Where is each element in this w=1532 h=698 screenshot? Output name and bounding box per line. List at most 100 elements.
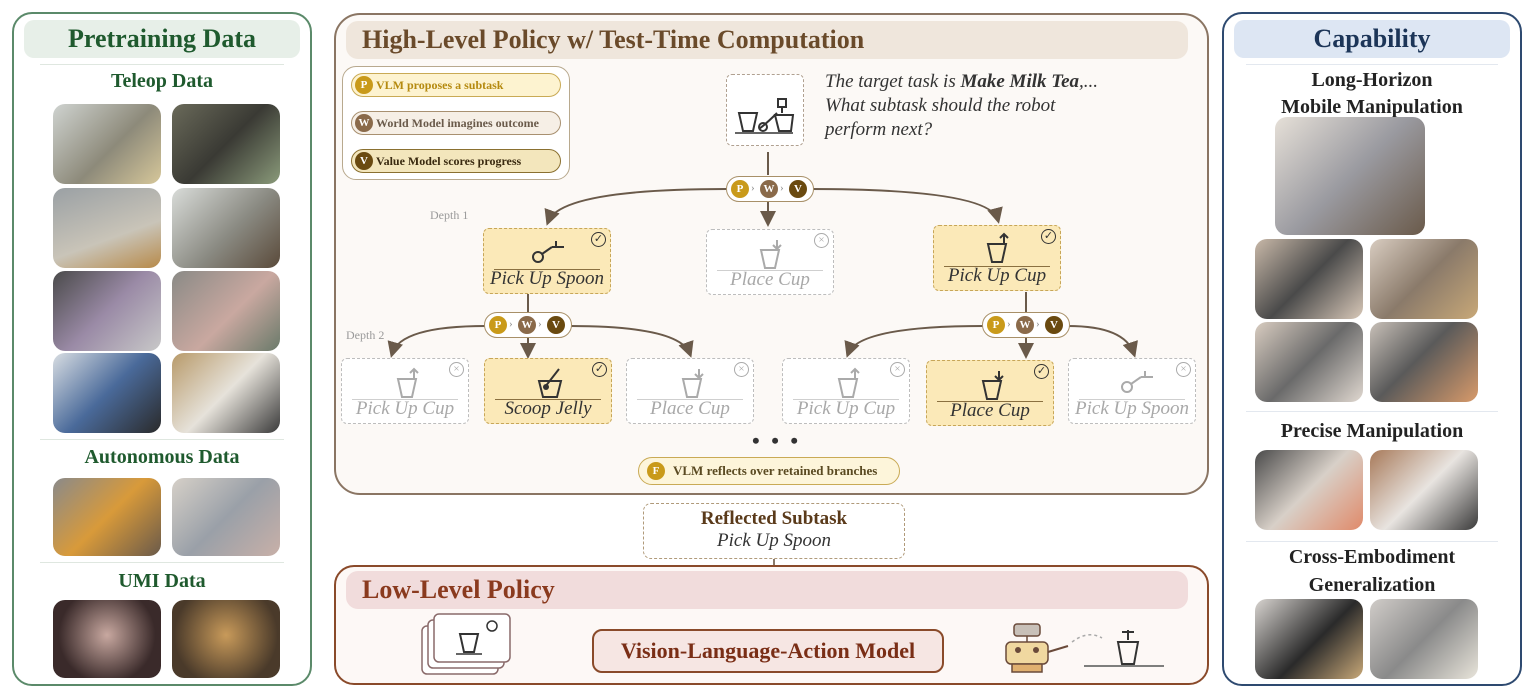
v-badge-icon: V bbox=[789, 180, 807, 198]
prompt-suffix: ,... What subtask should the robot perfo… bbox=[825, 71, 1099, 140]
depth2-node-4: × Pick Up Cup bbox=[782, 358, 910, 424]
check-icon: ✓ bbox=[591, 232, 606, 247]
p-badge-icon: P bbox=[731, 180, 749, 198]
cross-embodiment-photo-1 bbox=[1255, 599, 1363, 679]
mobile-manipulation-photo-main bbox=[1275, 117, 1425, 235]
reflect-pill: F VLM reflects over retained branches bbox=[638, 457, 900, 485]
pick-up-cup-icon bbox=[986, 232, 1009, 263]
node-divider bbox=[637, 399, 743, 400]
node-divider bbox=[937, 401, 1043, 402]
chevron-right-icon: › bbox=[538, 318, 542, 330]
pretraining-data-title: Pretraining Data bbox=[24, 20, 300, 58]
mobile-manipulation-photo-4 bbox=[1370, 322, 1478, 402]
precise-manipulation-photo-1 bbox=[1255, 450, 1363, 530]
depth2-node-3: × Place Cup bbox=[626, 358, 754, 424]
autonomous-photo-2 bbox=[172, 478, 280, 556]
divider bbox=[1246, 541, 1498, 542]
prompt-prefix: The target task is bbox=[825, 71, 961, 92]
x-icon: × bbox=[890, 362, 905, 377]
cross-embodiment-heading-line2: Generalization bbox=[1308, 574, 1436, 596]
prompt-task-name: Make Milk Tea bbox=[960, 71, 1080, 92]
place-cup-icon bbox=[981, 371, 1004, 400]
capability-panel: Capability Long-Horizon Mobile Manipulat… bbox=[1222, 12, 1522, 686]
node-label: Place Cup bbox=[950, 400, 1030, 421]
node-divider bbox=[494, 269, 600, 270]
robot-placing-cup-icon bbox=[1005, 623, 1164, 673]
capability-title: Capability bbox=[1234, 20, 1510, 58]
depth2-node-2: ✓ Scoop Jelly bbox=[484, 358, 612, 424]
observation-frames-icon bbox=[421, 613, 511, 675]
chevron-right-icon: › bbox=[1036, 318, 1040, 330]
v-badge-icon: V bbox=[355, 152, 373, 170]
node-divider bbox=[352, 399, 458, 400]
depth-1-label: Depth 1 bbox=[430, 208, 469, 222]
divider bbox=[40, 439, 284, 440]
precise-manipulation-heading: Precise Manipulation bbox=[1280, 420, 1464, 442]
milk-tea-icon bbox=[735, 98, 795, 134]
precise-manipulation-photo-2 bbox=[1370, 450, 1478, 530]
w-badge-icon: W bbox=[355, 114, 373, 132]
w-badge-icon: W bbox=[760, 180, 778, 198]
reflected-subtask-box: Reflected Subtask Pick Up Spoon bbox=[643, 503, 905, 559]
pretraining-data-panel: Pretraining Data Teleop Data Autonomous … bbox=[12, 12, 312, 686]
reflected-subtask-value: Pick Up Spoon bbox=[717, 530, 831, 551]
divider bbox=[1246, 64, 1498, 65]
p-badge-icon: P bbox=[355, 76, 373, 94]
node-label: Pick Up Spoon bbox=[490, 268, 604, 289]
x-icon: × bbox=[734, 362, 749, 377]
p-badge-icon: P bbox=[987, 316, 1005, 334]
teleop-photo-4 bbox=[172, 188, 280, 268]
node-divider bbox=[793, 399, 899, 400]
node-label: Scoop Jelly bbox=[504, 398, 592, 419]
divider bbox=[1246, 411, 1498, 412]
legend-propose-text: VLM proposes a subtask bbox=[376, 78, 504, 92]
umi-photo-1 bbox=[53, 600, 161, 678]
x-icon: × bbox=[1176, 362, 1191, 377]
teleop-photo-7 bbox=[53, 353, 161, 433]
legend-world-model-text: World Model imagines outcome bbox=[376, 116, 539, 130]
divider bbox=[40, 64, 284, 65]
node-label: Pick Up Spoon bbox=[1075, 398, 1189, 419]
long-horizon-heading-line1: Long-Horizon bbox=[1311, 69, 1433, 91]
more-branches-ellipsis: • • • bbox=[752, 428, 802, 453]
teleop-data-heading: Teleop Data bbox=[110, 70, 214, 92]
f-badge-icon: F bbox=[647, 462, 665, 480]
node-label: Pick Up Cup bbox=[355, 398, 455, 419]
x-icon: × bbox=[449, 362, 464, 377]
node-divider bbox=[495, 399, 601, 400]
legend-value-model-text: Value Model scores progress bbox=[376, 154, 522, 168]
place-cup-icon bbox=[759, 240, 782, 269]
v-badge-icon: V bbox=[1045, 316, 1063, 334]
chevron-right-icon: › bbox=[509, 318, 513, 330]
task-prompt: The target task is Make Milk Tea,... Wha… bbox=[825, 70, 1105, 142]
teleop-photo-8 bbox=[172, 353, 280, 433]
pick-up-cup-icon bbox=[837, 367, 860, 398]
spoon-icon bbox=[532, 241, 564, 263]
autonomous-data-heading: Autonomous Data bbox=[84, 446, 240, 468]
depth2-node-1: × Pick Up Cup bbox=[341, 358, 469, 424]
p-badge-icon: P bbox=[489, 316, 507, 334]
mobile-manipulation-photo-3 bbox=[1255, 322, 1363, 402]
node-label: Pick Up Cup bbox=[796, 398, 896, 419]
long-horizon-heading-line2: Mobile Manipulation bbox=[1281, 96, 1463, 118]
teleop-photo-1 bbox=[53, 104, 161, 184]
depth1-node-pick-up-cup: ✓ Pick Up Cup bbox=[933, 225, 1061, 291]
chevron-right-icon: › bbox=[780, 182, 784, 194]
teleop-photo-3 bbox=[53, 188, 161, 268]
place-cup-icon bbox=[681, 369, 704, 398]
vla-model-box: Vision-Language-Action Model bbox=[592, 629, 944, 673]
depth1-node-pick-up-spoon: ✓ Pick Up Spoon bbox=[483, 228, 611, 294]
depth-2-label: Depth 2 bbox=[346, 328, 385, 342]
node-label: Pick Up Cup bbox=[947, 265, 1047, 286]
node-divider bbox=[717, 270, 823, 271]
legend-value-model: V Value Model scores progress bbox=[351, 149, 561, 173]
umi-photo-2 bbox=[172, 600, 280, 678]
x-icon: × bbox=[814, 233, 829, 248]
check-icon: ✓ bbox=[1034, 364, 1049, 379]
chevron-right-icon: › bbox=[751, 182, 755, 194]
pwv-chip-left: P › W › V bbox=[484, 312, 572, 338]
teleop-photo-2 bbox=[172, 104, 280, 184]
node-divider bbox=[1079, 399, 1185, 400]
legend-world-model: W World Model imagines outcome bbox=[351, 111, 561, 135]
spoon-icon bbox=[1121, 371, 1153, 393]
